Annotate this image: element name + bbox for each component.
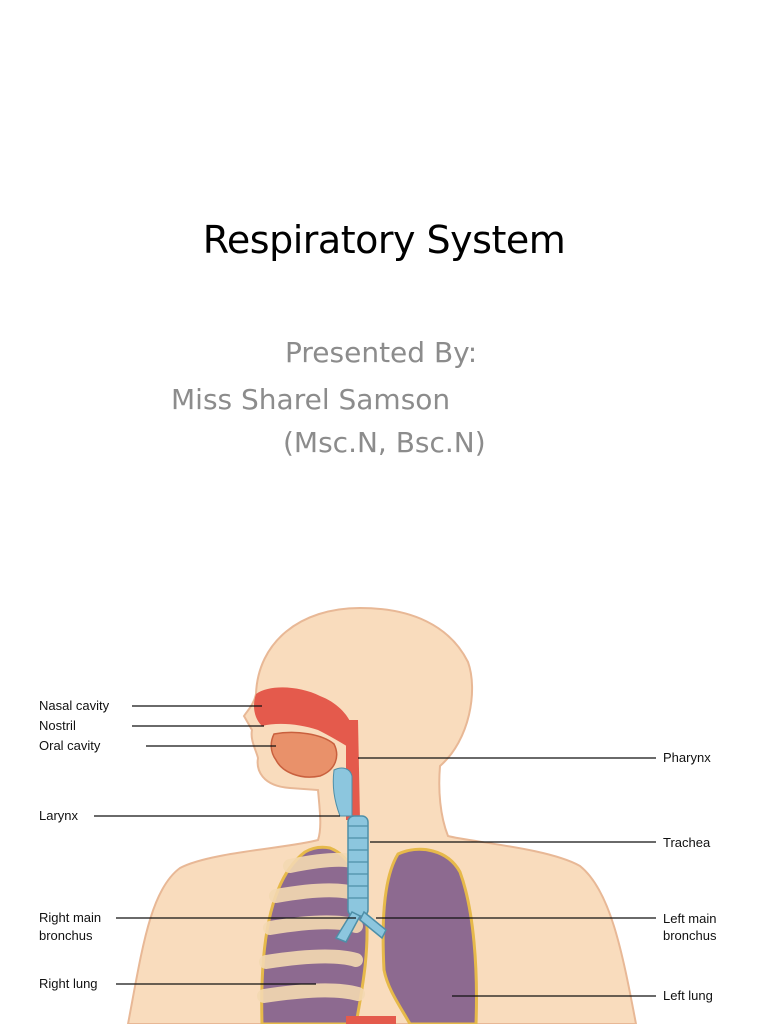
right-main-bronchus — [334, 911, 362, 943]
left-main-bronchus — [359, 910, 387, 940]
oral-cavity — [270, 731, 338, 778]
presenter-name: Miss Sharel Samson — [171, 383, 451, 416]
respiratory-diagram: Nasal cavity Nostril Oral cavity Larynx … — [39, 606, 717, 1024]
label-left-main-bronchus-line1: Left main — [663, 911, 716, 926]
left-lung — [381, 847, 478, 1024]
presenter-credentials: (Msc.N, Bsc.N) — [283, 426, 486, 459]
label-larynx: Larynx — [39, 808, 79, 823]
trachea — [347, 815, 369, 917]
label-right-main-bronchus-line1: Right main — [39, 910, 101, 925]
label-right-main-bronchus-line2: bronchus — [39, 928, 93, 943]
label-left-main-bronchus-line2: bronchus — [663, 928, 717, 943]
leader-lines — [94, 705, 656, 997]
label-oral-cavity: Oral cavity — [39, 738, 101, 753]
presented-by-label: Presented By: — [285, 336, 478, 369]
label-trachea: Trachea — [663, 835, 711, 850]
label-nostril: Nostril — [39, 718, 76, 733]
label-pharynx: Pharynx — [663, 750, 711, 765]
trachea-rings — [348, 825, 368, 899]
diaphragm — [346, 1016, 396, 1024]
slide-title: Respiratory System — [202, 218, 566, 262]
label-right-lung: Right lung — [39, 976, 98, 991]
label-left-lung: Left lung — [663, 988, 713, 1003]
label-nasal-cavity: Nasal cavity — [39, 698, 110, 713]
nasal-cavity — [254, 687, 352, 748]
